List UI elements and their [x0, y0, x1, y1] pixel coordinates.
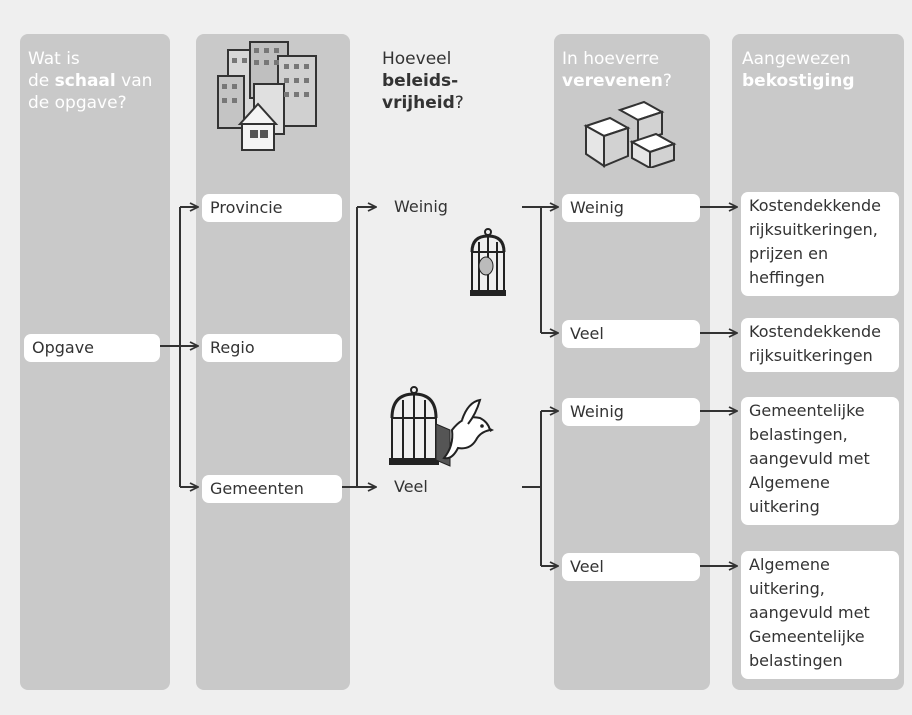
closed-cage-icon [470, 228, 506, 296]
node-verevenen-weinig-2: Weinig [562, 398, 700, 426]
node-provincie: Provincie [202, 194, 342, 222]
node-verevenen-veel-1: Veel [562, 320, 700, 348]
header-bekostiging: Aangewezen bekostiging [742, 49, 855, 91]
boxes-icon [583, 100, 677, 168]
header-beleidsvrijheid: Hoeveel beleids- vrijheid? [382, 49, 464, 113]
buildings-icon [217, 41, 317, 151]
node-verevenen-veel-2: Veel [562, 553, 700, 581]
node-beleid-weinig: Weinig [394, 197, 448, 216]
header-schaal: Wat is de schaal van de opgave? [28, 49, 153, 113]
node-verevenen-weinig-1: Weinig [562, 194, 700, 222]
open-cage-bird-icon [389, 386, 494, 467]
node-opgave: Opgave [24, 334, 160, 362]
header-verevenen: In hoeverre verevenen? [562, 49, 672, 91]
node-beleid-veel: Veel [394, 477, 428, 496]
node-gemeenten: Gemeenten [202, 475, 342, 503]
column-schaal [20, 34, 170, 690]
node-regio: Regio [202, 334, 342, 362]
